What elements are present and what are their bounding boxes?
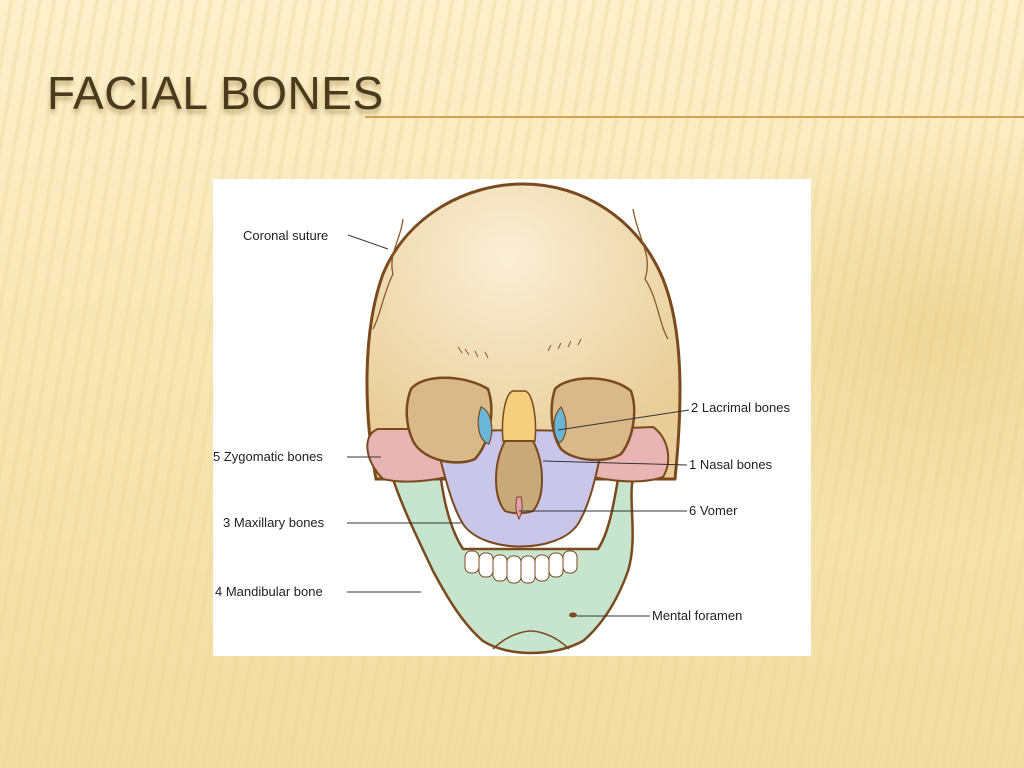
label-nasal-bones: 1 Nasal bones <box>689 457 773 472</box>
mental-foramen-dot <box>569 612 577 618</box>
vomer-shape <box>515 496 523 521</box>
label-mandibular-bone: 4 Mandibular bone <box>215 584 323 599</box>
nasal-bones-shape <box>501 390 537 445</box>
label-lacrimal-bones: 2 Lacrimal bones <box>691 400 790 415</box>
label-mental-foramen: Mental foramen <box>652 608 742 623</box>
label-vomer: 6 Vomer <box>689 503 738 518</box>
slide-title: FACIAL BONES <box>47 67 384 119</box>
lacrimal-right-shape <box>553 406 567 444</box>
title-divider <box>365 116 1024 118</box>
teeth <box>464 550 578 584</box>
label-coronal-suture: Coronal suture <box>243 228 328 243</box>
orbit-left-shape <box>405 376 493 464</box>
skull-diagram: Coronal suture 2 Lacrimal bones 5 Zygoma… <box>213 179 811 656</box>
label-maxillary-bones: 3 Maxillary bones <box>223 515 325 530</box>
skull-illustration: Coronal suture 2 Lacrimal bones 5 Zygoma… <box>213 182 790 655</box>
leader-lines <box>347 234 690 617</box>
label-zygomatic-bones: 5 Zygomatic bones <box>213 449 323 464</box>
lacrimal-left-shape <box>477 406 493 445</box>
